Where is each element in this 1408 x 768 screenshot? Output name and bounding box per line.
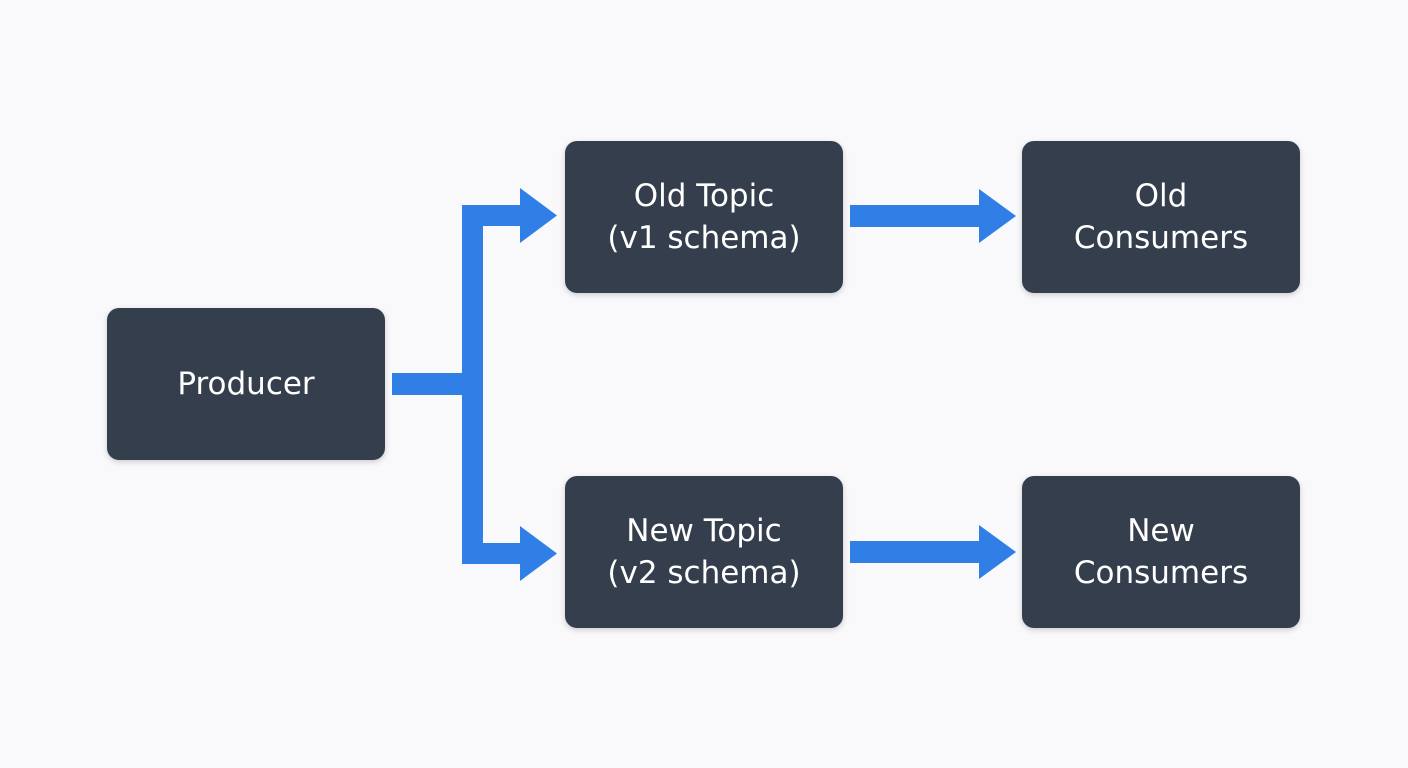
edge-old-topic-to-old-consumers xyxy=(850,189,1016,243)
old-consumers-label-line-1: Old xyxy=(1134,178,1188,214)
new-consumers-node: New Consumers xyxy=(1022,476,1300,628)
producer-node: Producer xyxy=(107,308,385,460)
producer-label: Producer xyxy=(177,366,315,402)
old-topic-label-line-1: Old Topic xyxy=(633,178,775,214)
edge-new-topic-to-new-consumers xyxy=(850,525,1016,579)
old-consumers-label-line-2: Consumers xyxy=(1073,220,1249,256)
new-topic-node: New Topic (v2 schema) xyxy=(565,476,843,628)
old-topic-node: Old Topic (v1 schema) xyxy=(565,141,843,293)
old-consumers-node: Old Consumers xyxy=(1022,141,1300,293)
new-topic-label-line-2: (v2 schema) xyxy=(607,555,801,591)
new-consumers-label-line-2: Consumers xyxy=(1073,555,1249,591)
new-consumers-label-line-1: New xyxy=(1127,513,1195,549)
edge-producer-split xyxy=(392,188,557,581)
old-topic-label-line-2: (v1 schema) xyxy=(607,220,801,256)
new-topic-label-line-1: New Topic xyxy=(626,513,782,549)
